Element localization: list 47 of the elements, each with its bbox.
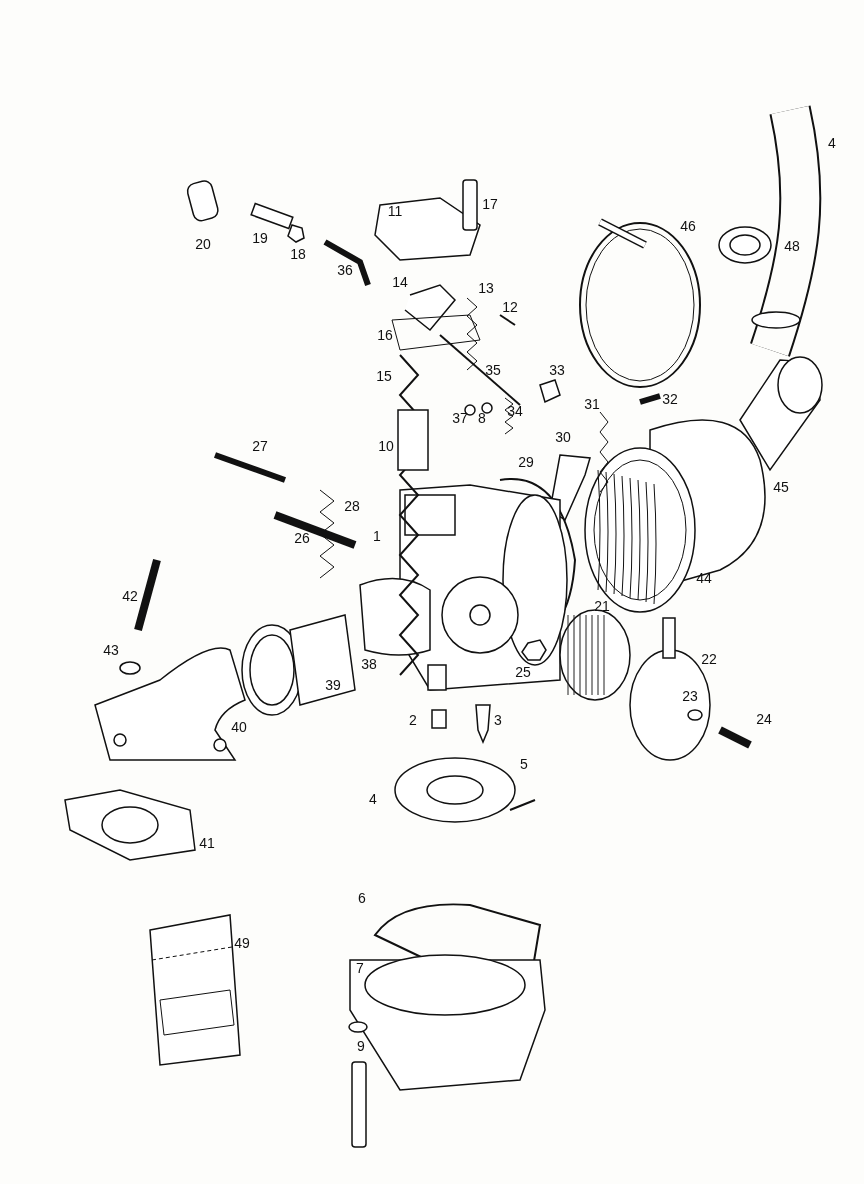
callout-number: 4: [369, 791, 377, 807]
callout-number: 5: [520, 756, 528, 772]
callout-number: 42: [122, 588, 138, 604]
callout-number: 31: [584, 396, 600, 412]
callout-number: 37: [452, 410, 468, 426]
callout-number: 45: [773, 479, 789, 495]
callout-number: 41: [199, 835, 215, 851]
callout-number: 9: [357, 1038, 365, 1054]
callout-number: 28: [344, 498, 360, 514]
callout-number: 1: [373, 528, 381, 544]
callout-number: 49: [234, 935, 250, 951]
callout-number: 43: [103, 642, 119, 658]
callout-number: 8: [478, 410, 486, 426]
callout-number: 17: [482, 196, 498, 212]
callout-number: 33: [549, 362, 565, 378]
callout-number: 40: [231, 719, 247, 735]
callout-number: 7: [356, 960, 364, 976]
callout-number: 27: [252, 438, 268, 454]
callout-number: 22: [701, 651, 717, 667]
callout-number: 16: [377, 327, 393, 343]
callout-number: 2: [409, 712, 417, 728]
callout-number: 48: [784, 238, 800, 254]
callout-number: 35: [485, 362, 501, 378]
callout-number: 34: [507, 403, 523, 419]
callout-number: 13: [478, 280, 494, 296]
callout-number: 30: [555, 429, 571, 445]
callout-number: 26: [294, 530, 310, 546]
callout-number: 24: [756, 711, 772, 727]
callout-number: 12: [502, 299, 518, 315]
callout-number: 14: [392, 274, 408, 290]
callout-number: 46: [680, 218, 696, 234]
callout-number: 36: [337, 262, 353, 278]
callout-number: 23: [682, 688, 698, 704]
callout-number: 20: [195, 236, 211, 252]
callout-number: 18: [290, 246, 306, 262]
callout-number: 10: [378, 438, 394, 454]
callout-number: 32: [662, 391, 678, 407]
callout-number: 25: [515, 664, 531, 680]
callout-number: 15: [376, 368, 392, 384]
callout-number: 4: [828, 135, 836, 151]
callout-number: 39: [325, 677, 341, 693]
callout-number: 3: [494, 712, 502, 728]
callout-number: 29: [518, 454, 534, 470]
callout-number: 19: [252, 230, 268, 246]
callout-number: 38: [361, 656, 377, 672]
callout-number: 11: [387, 203, 403, 219]
callout-number: 6: [358, 890, 366, 906]
